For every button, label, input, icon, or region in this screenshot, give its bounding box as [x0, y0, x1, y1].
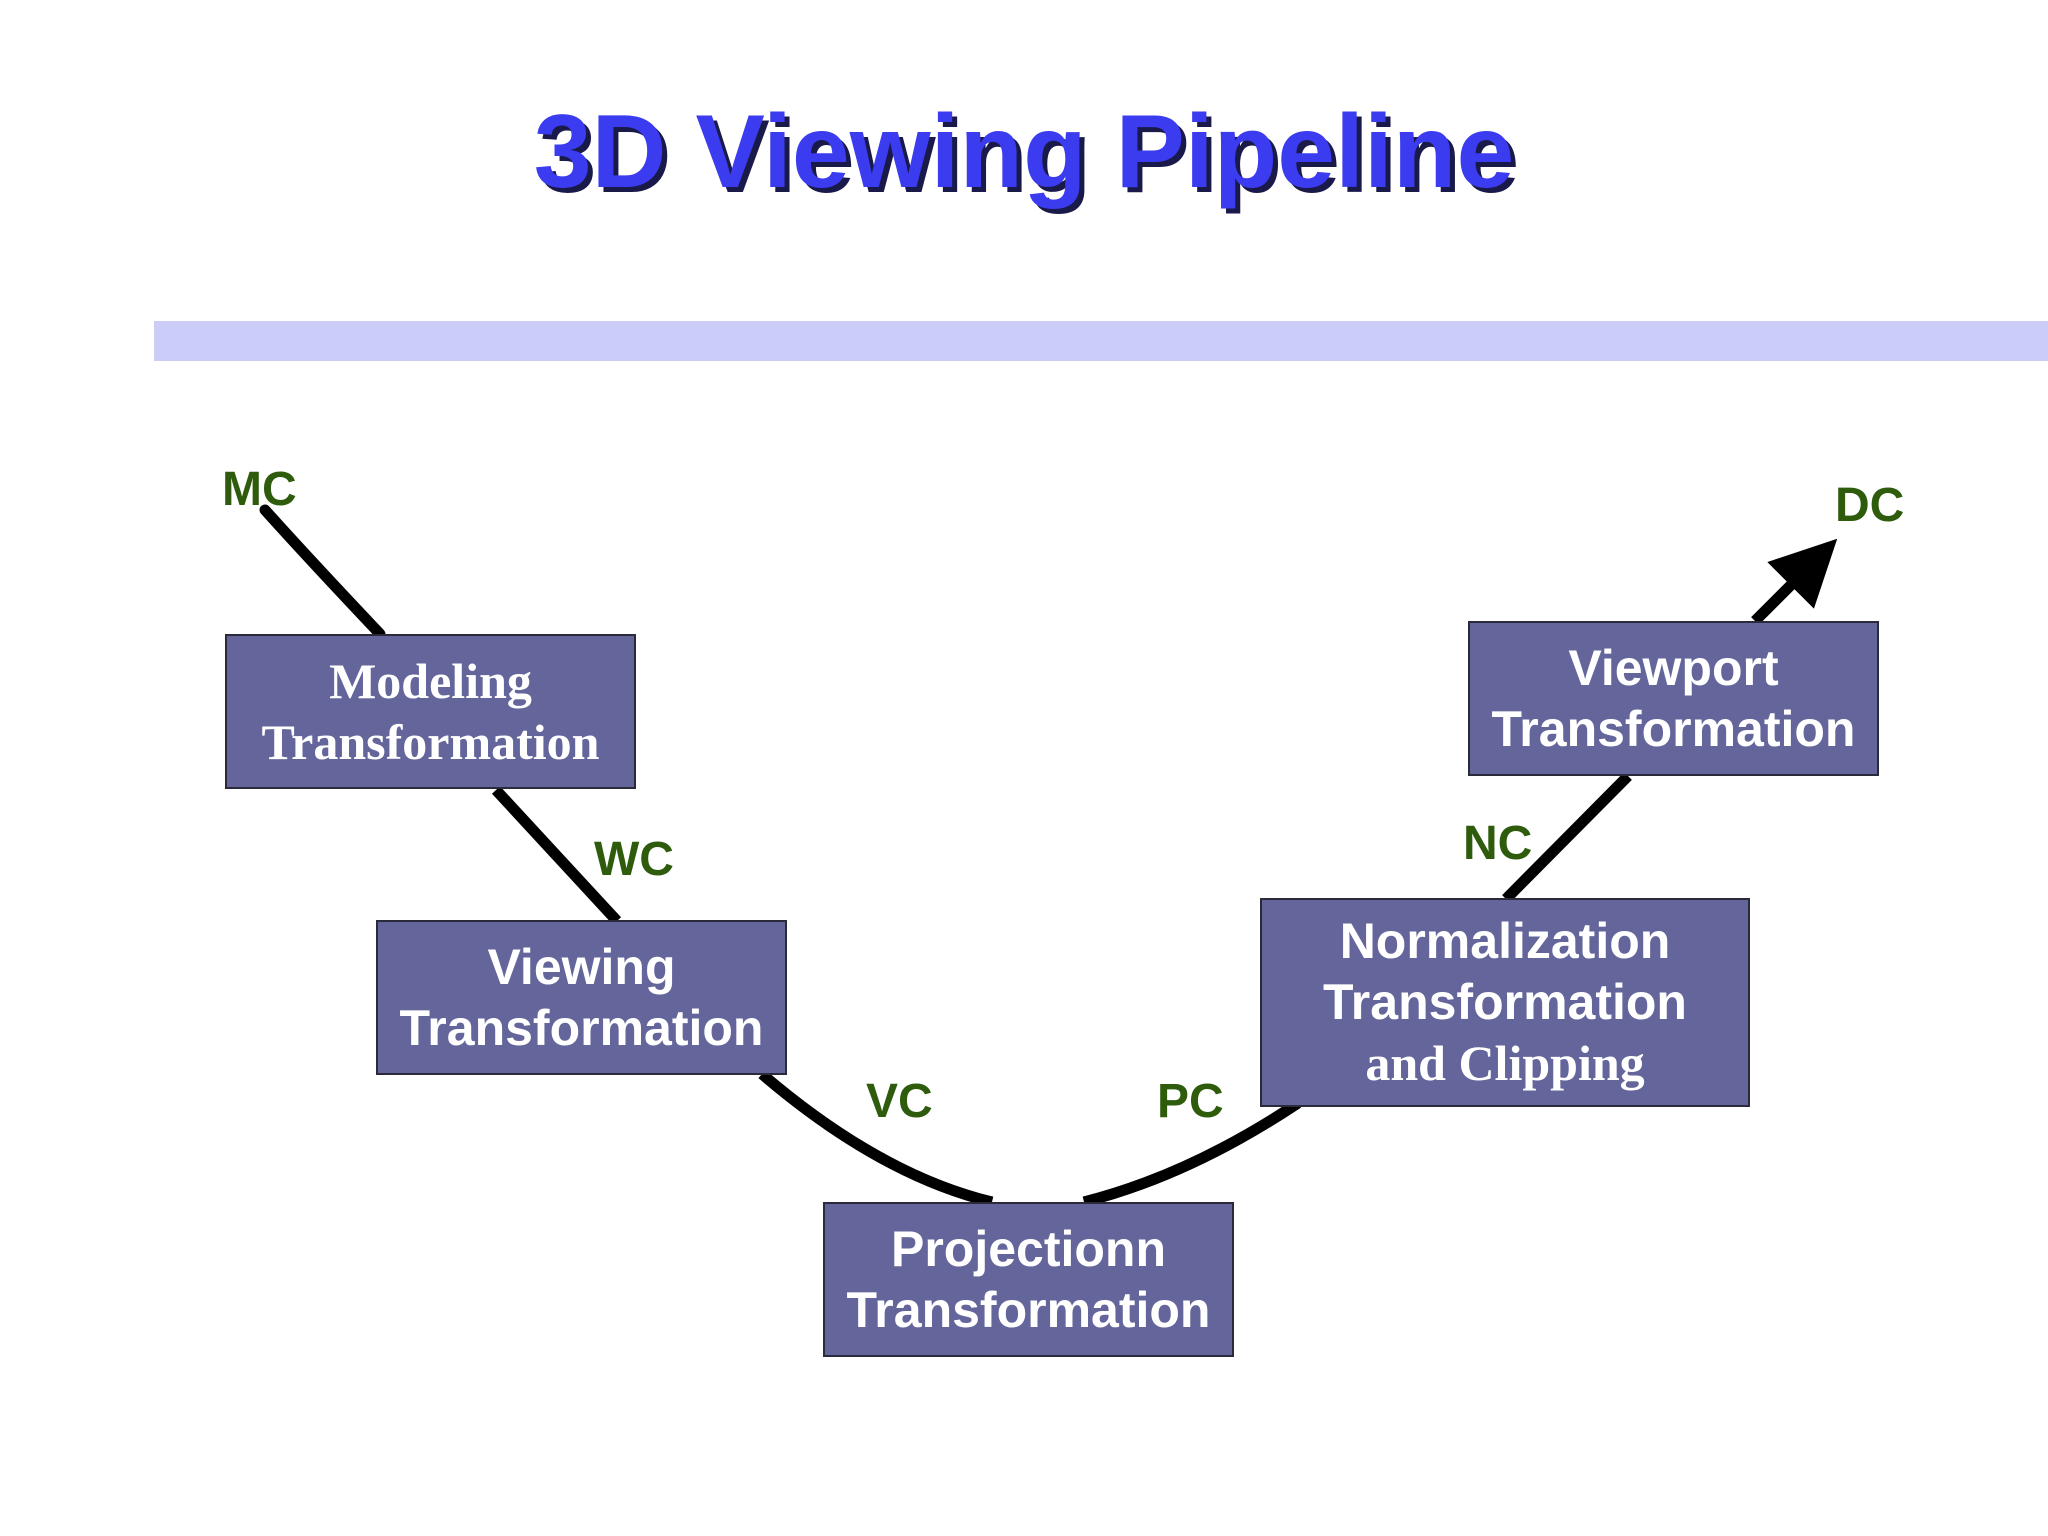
- viewing-transformation-box: Viewing Transformation: [376, 920, 787, 1075]
- viewport-line-1: Viewport: [1568, 639, 1779, 696]
- viewing-line-2: Transformation: [399, 999, 764, 1056]
- viewing-line-1: Viewing: [487, 938, 676, 995]
- normalization-line-2: Transformation: [1323, 974, 1687, 1030]
- pipeline-path: [758, 1069, 994, 1208]
- dc-label: DC: [1835, 479, 1905, 532]
- modeling-line-1: Modeling: [329, 652, 532, 709]
- viewport-line-2: Transformation: [1491, 700, 1856, 757]
- pipeline-path: [1751, 538, 1838, 625]
- viewport-transformation-box: Viewport Transformation: [1468, 621, 1879, 776]
- projection-line-1: Projectionn: [890, 1220, 1167, 1277]
- vc-label: VC: [866, 1075, 933, 1128]
- pipeline-path: [1082, 1098, 1302, 1208]
- pc-label: PC: [1157, 1075, 1224, 1128]
- nc-label: NC: [1463, 817, 1533, 870]
- modeling-transformation-box: Modeling Transformation: [225, 634, 636, 789]
- normalization-transformation-box: Normalization Transformation and Clippin…: [1260, 898, 1750, 1107]
- wc-label: WC: [594, 833, 674, 886]
- projection-line-2: Transformation: [846, 1281, 1211, 1338]
- pipeline-path: [1502, 772, 1632, 903]
- mc-label: MC: [222, 463, 297, 516]
- normalization-line-3: and Clipping: [1365, 1035, 1645, 1091]
- page-title: 3D Viewing Pipeline: [533, 94, 1515, 210]
- normalization-line-1: Normalization: [1339, 913, 1671, 969]
- projection-transformation-box: Projectionn Transformation: [823, 1202, 1234, 1357]
- modeling-line-2: Transformation: [261, 713, 600, 770]
- pipeline-path: [259, 504, 386, 640]
- pipeline-path: [491, 786, 622, 925]
- title-underline-bar: [154, 321, 2048, 361]
